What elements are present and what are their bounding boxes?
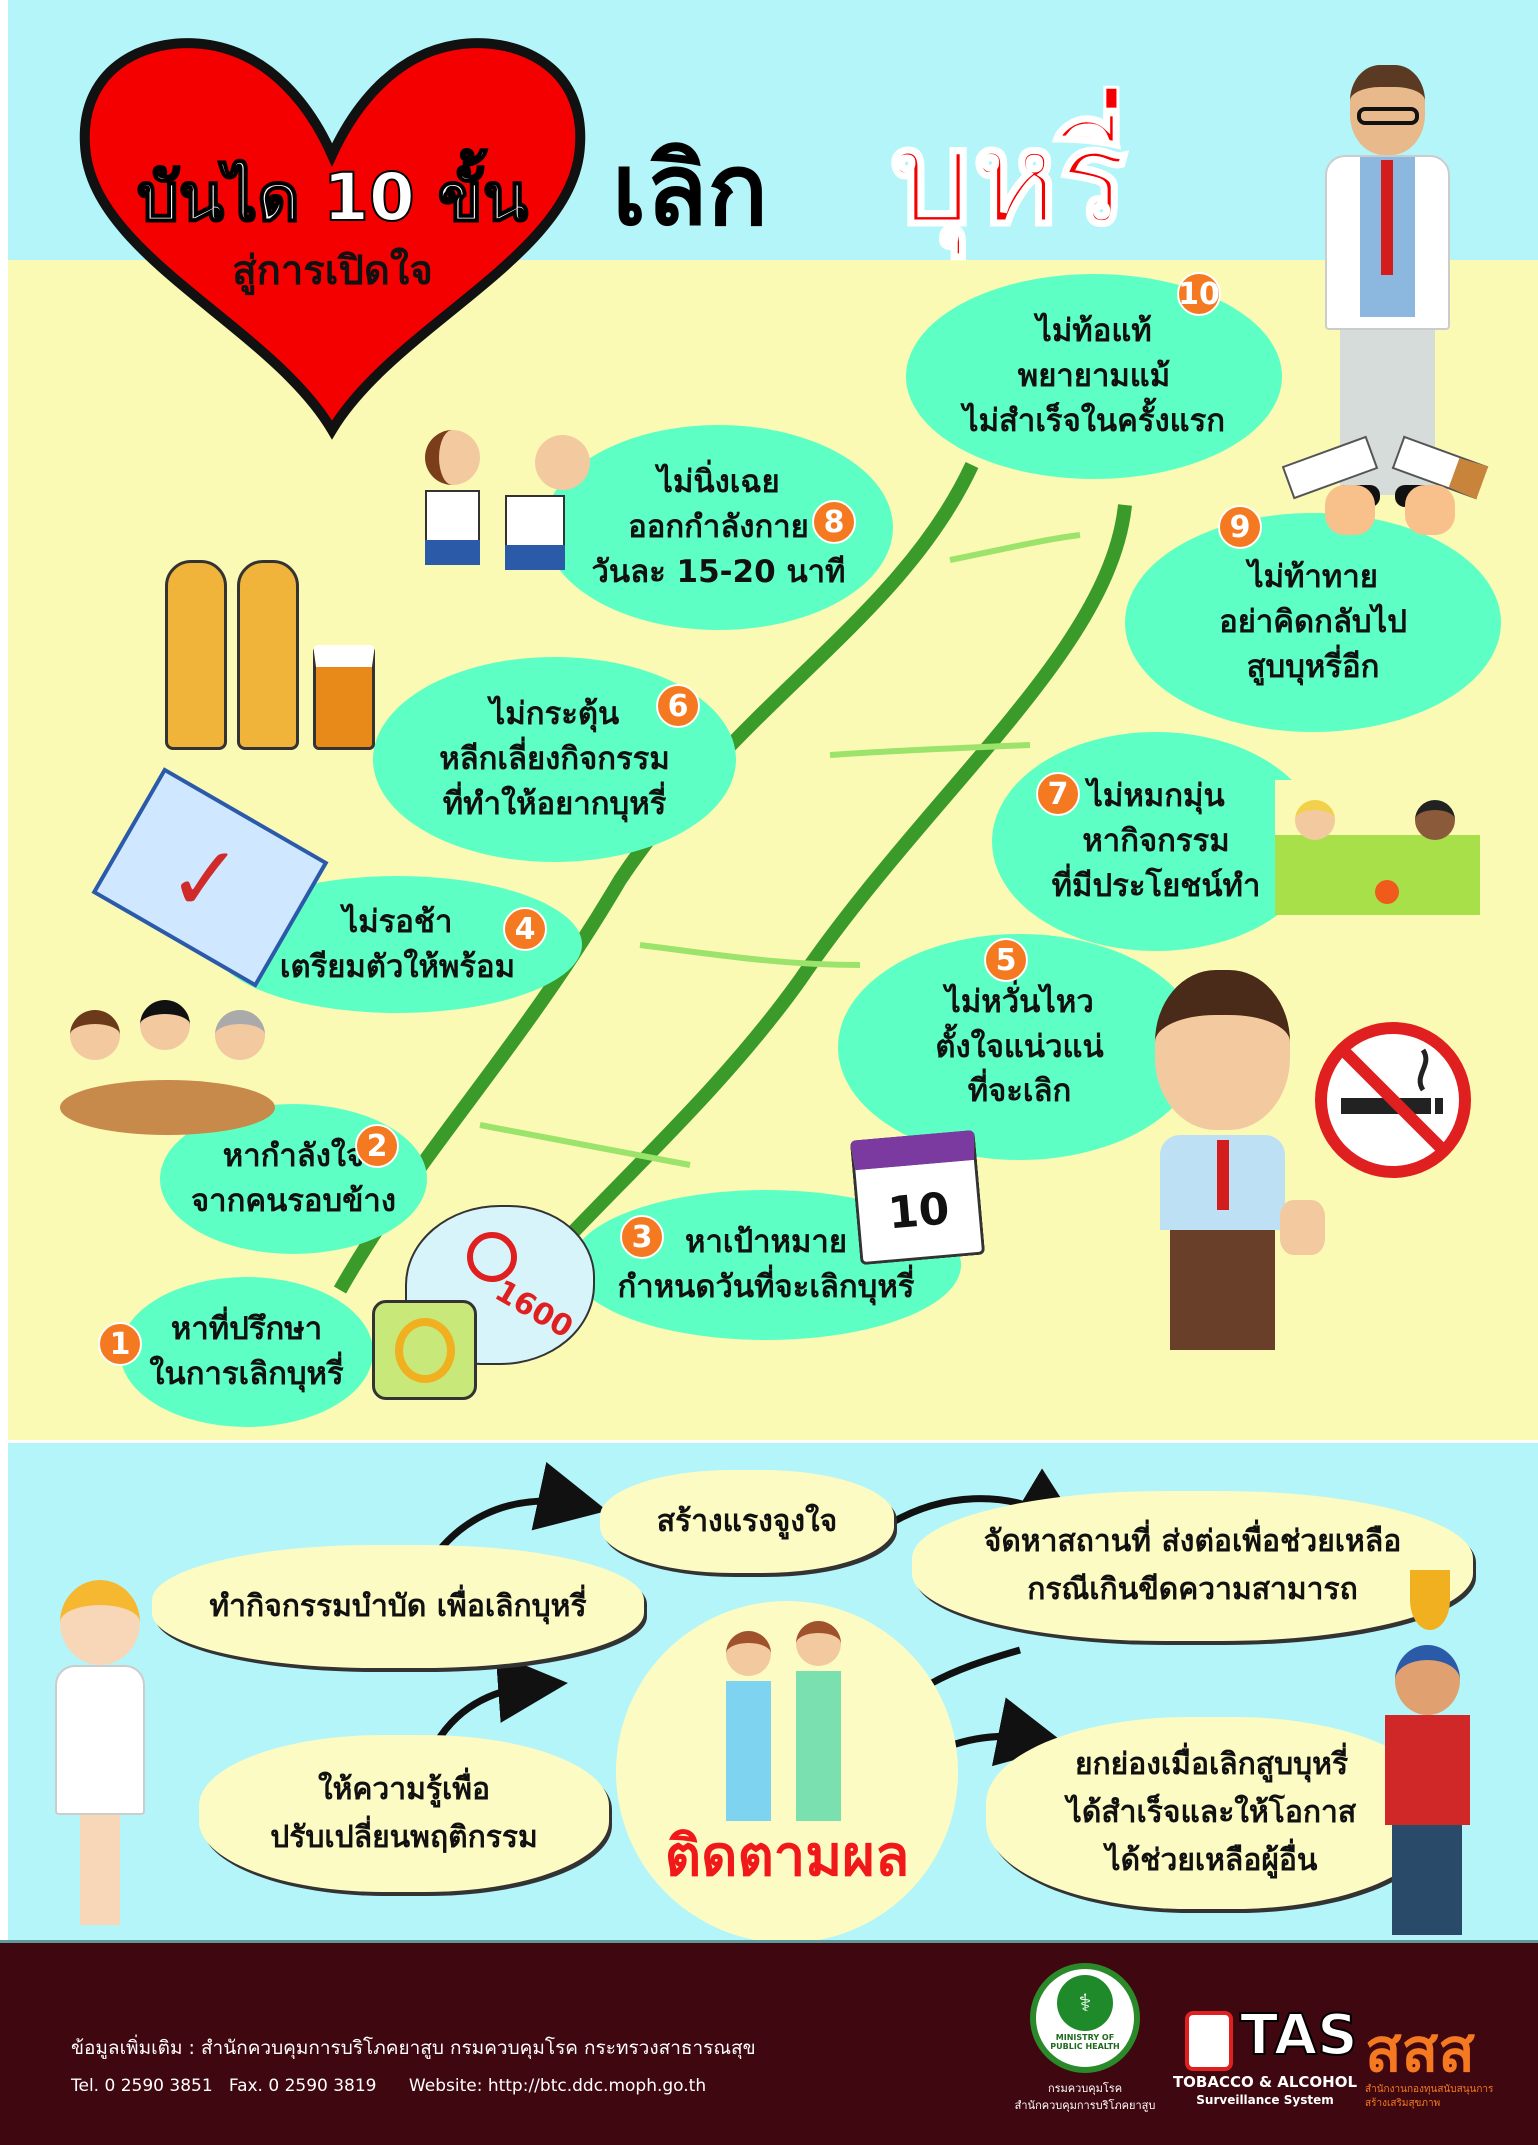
- step-9-badge: 9: [1218, 505, 1262, 549]
- step-text: จากคนรอบข้าง: [191, 1183, 396, 1219]
- referral-text: จัดหาสถานที่ ส่งต่อเพื่อช่วยเหลือ: [983, 1524, 1402, 1559]
- moph-seal-logo: ⚕ MINISTRY OF PUBLIC HEALTH: [1030, 1963, 1140, 2073]
- man-with-trophy-illustration: [1370, 1570, 1485, 1935]
- moph-seal-text: MINISTRY OF PUBLIC HEALTH: [1050, 2033, 1120, 2052]
- step-text: ไม่สำเร็จในครั้งแรก: [962, 402, 1226, 439]
- quitline-number: 1600: [488, 1273, 579, 1346]
- step-text: ไม่ท้อแท้: [1036, 313, 1152, 350]
- educate-text: ให้ความรู้เพื่อ: [317, 1771, 491, 1807]
- educate-text: ปรับเปลี่ยนพฤติกรรม: [270, 1819, 538, 1855]
- step-1-badge: 1: [98, 1322, 142, 1366]
- step-text: ออกกำลังกาย: [628, 509, 809, 546]
- step-text: ที่มีประโยชน์ทำ: [1051, 867, 1261, 904]
- step-text: พยายามแม้: [1017, 358, 1171, 395]
- step-text: ไม่นิ่งเฉย: [657, 464, 780, 501]
- title-quit: เลิก: [612, 131, 769, 248]
- step-text: ตั้งใจแน่วแน่: [935, 1028, 1104, 1065]
- footer-contact: Tel. 0 2590 3851 Fax. 0 2590 3819 Websit…: [71, 2076, 707, 2096]
- tas-no-smoking-icon: [1185, 2011, 1233, 2071]
- footer: ข้อมูลเพิ่มเติม : สำนักควบคุมการบริโภคยา…: [0, 1940, 1538, 2145]
- thaihealth-caption: สำนักงานกองทุนสนับสนุนการสร้างเสริมสุขภา…: [1365, 2084, 1494, 2109]
- calendar-icon: 10: [849, 1129, 986, 1266]
- educate-bubble: ให้ความรู้เพื่อปรับเปลี่ยนพฤติกรรม: [199, 1735, 609, 1892]
- therapy-bubble: ทำกิจกรรมบำบัด เพื่อเลิกบุหรี่: [152, 1545, 644, 1668]
- family-icon: [726, 1621, 846, 1821]
- step-text: ในการเลิกบุหรี่: [149, 1356, 344, 1392]
- praise-text: ได้สำเร็จและให้โอกาส: [1066, 1795, 1357, 1830]
- step-1-bubble: หาที่ปรึกษาในการเลิกบุหรี่: [120, 1277, 373, 1427]
- step-6-badge: 6: [656, 684, 700, 728]
- step-text: ที่จะเลิก: [967, 1073, 1072, 1110]
- heart-shape: [79, 38, 586, 440]
- no-smoking-small-icon: [467, 1232, 517, 1282]
- follow-up-label: ติดตามผล: [664, 1824, 910, 1889]
- step-text: หากำลังใจ: [222, 1138, 365, 1175]
- step-text: ไม่หวั่นไหว: [945, 983, 1094, 1020]
- female-doctor-illustration: [45, 1580, 155, 1930]
- headset-consultant-icon: [372, 1300, 477, 1400]
- exercising-kids-icon: [405, 410, 605, 585]
- man-refusing-illustration: [1145, 970, 1335, 1350]
- praise-text: ได้ช่วยเหลือผู้อื่น: [1105, 1843, 1318, 1878]
- step-10-bubble: ไม่ท้อแท้พยายามแม้ไม่สำเร็จในครั้งแรก: [906, 274, 1282, 479]
- motivate-bubble: สร้างแรงจูงใจ: [600, 1470, 894, 1573]
- step-text: หาที่ปรึกษา: [170, 1311, 323, 1348]
- follow-up-circle: ติดตามผล: [616, 1601, 958, 1943]
- step-7-bubble: ไม่หมกมุ่นหากิจกรรมที่มีประโยชน์ทำ: [992, 732, 1320, 951]
- referral-text: กรณีเกินขีดความสามารถ: [1027, 1572, 1358, 1607]
- step-text: ไม่หมกมุ่น: [1087, 778, 1225, 815]
- step-text: หากิจกรรม: [1082, 823, 1230, 860]
- praise-bubble: ยกย่องเมื่อเลิกสูบบุหรี่ได้สำเร็จและให้โ…: [986, 1717, 1437, 1909]
- step-2-badge: 2: [355, 1124, 399, 1168]
- step-3-badge: 3: [620, 1215, 664, 1259]
- step-5-badge: 5: [984, 938, 1028, 982]
- step-9-bubble: ไม่ท้าทายอย่าคิดกลับไปสูบบุหรี่อีก: [1125, 513, 1501, 732]
- step-10-badge: 10: [1177, 272, 1221, 316]
- step-text: ไม่รอช้า: [342, 903, 453, 940]
- heart-title: บันได 10 ขั้น: [136, 158, 529, 237]
- step-4-badge: 4: [503, 907, 547, 951]
- step-text: ไม่ท้าทาย: [1248, 559, 1378, 596]
- moph-caption-line: กรมควบคุมโรค: [1047, 2082, 1123, 2095]
- tas-logo: TAS: [1239, 2002, 1359, 2069]
- moph-caption-line: สำนักควบคุมการบริโภคยาสูบ: [1014, 2098, 1156, 2112]
- tas-caption-line: Surveillance System: [1196, 2092, 1334, 2107]
- thaihealth-logo: สสส: [1365, 2016, 1475, 2086]
- step-text: วันละ 15-20 นาที: [591, 553, 846, 590]
- step-7-badge: 7: [1036, 772, 1080, 816]
- step-text: ที่ทำให้อยากบุหรี่: [442, 785, 667, 822]
- step-text: หลีกเลี่ยงกิจกรรม: [439, 741, 670, 778]
- caduceus-icon: ⚕: [1057, 1975, 1113, 2031]
- praise-text: ยกย่องเมื่อเลิกสูบบุหรี่: [1074, 1747, 1349, 1782]
- trophy-icon: [1410, 1570, 1450, 1630]
- moph-caption: กรมควบคุมโรคสำนักควบคุมการบริโภคยาสูบ: [990, 2081, 1180, 2114]
- footer-info: ข้อมูลเพิ่มเติม : สำนักควบคุมการบริโภคยา…: [71, 2037, 756, 2059]
- meeting-people-icon: [60, 1000, 275, 1135]
- step-text: ไม่กระตุ้น: [489, 696, 620, 733]
- step-text: หาเป้าหมาย: [685, 1224, 847, 1261]
- step-text: สูบบุหรี่อีก: [1246, 648, 1380, 685]
- kids-playing-football-icon: [1275, 780, 1480, 915]
- step-text: อย่าคิดกลับไป: [1219, 604, 1407, 641]
- step-text: กำหนดวันที่จะเลิกบุหรี่: [617, 1269, 915, 1305]
- tas-caption-line: TOBACCO & ALCOHOL: [1172, 2073, 1358, 2091]
- heart-subtitle: สู่การเปิดใจ: [232, 248, 433, 294]
- beer-bottles-icon: [165, 560, 380, 750]
- title-cigarette: บุหรี่: [888, 101, 1129, 256]
- referral-bubble: จัดหาสถานที่ ส่งต่อเพื่อช่วยเหลือกรณีเกิ…: [912, 1491, 1473, 1641]
- no-smoking-icon: [1315, 1022, 1471, 1178]
- step-8-badge: 8: [812, 500, 856, 544]
- broken-cigarette-hands-icon: [1265, 425, 1500, 535]
- step-text: เตรียมตัวให้พร้อม: [279, 948, 516, 985]
